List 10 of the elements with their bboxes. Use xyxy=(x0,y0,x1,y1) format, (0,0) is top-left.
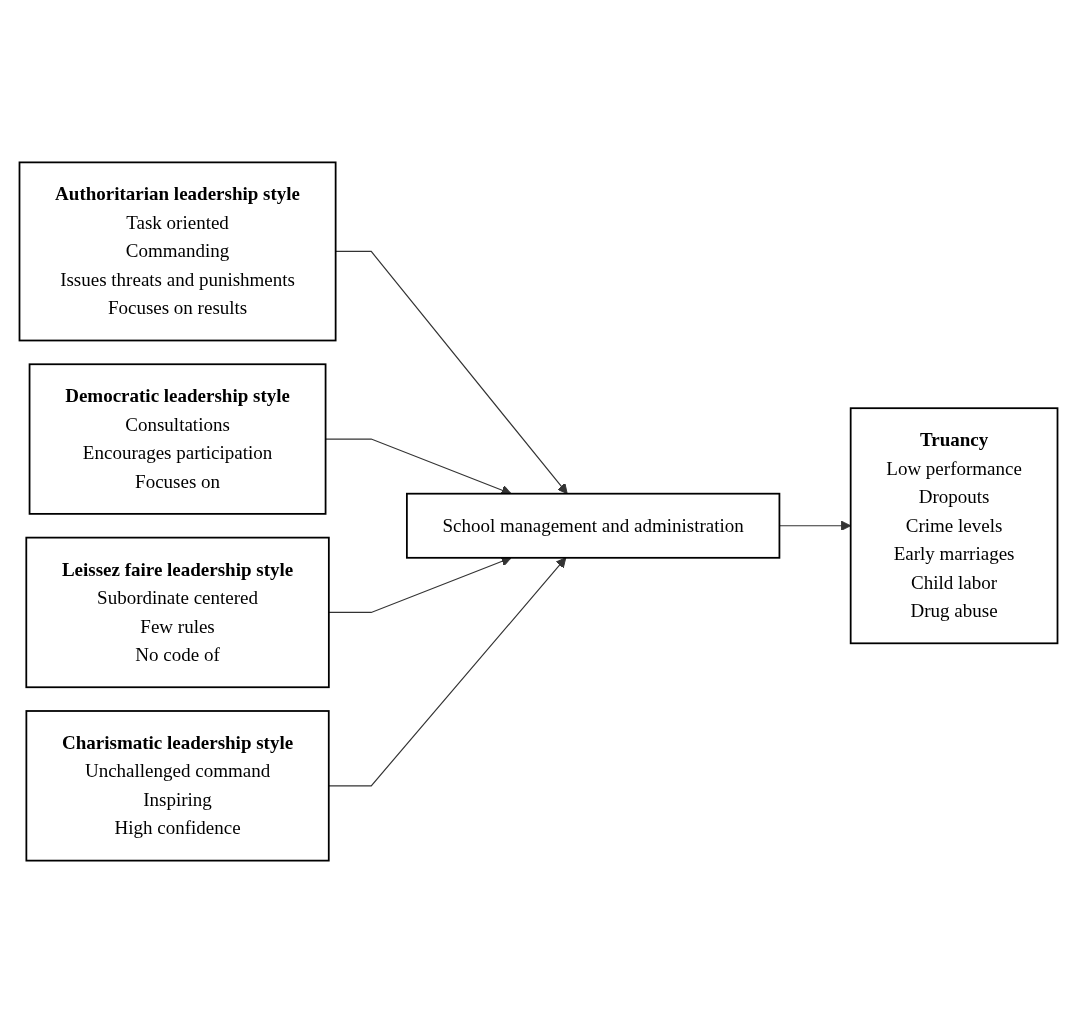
node-box xyxy=(18,161,337,342)
node-box xyxy=(849,407,1059,645)
diagram: Authoritarian leadership style Task oriented Commanding Issues threats and punishments Focuses on results Democratic leadership style Consultations Encourages participation Focuses on Leissez faire leadership style Subordinate centered Few rules No code of Charismatic leadership style Unchallenged command Inspiring High confidence School management and administration Truancy Low performance Dropouts Crime levels Early marriages Child labor Drug abuse xyxy=(10,10,1067,1013)
node-box xyxy=(28,363,327,515)
arrow xyxy=(335,250,568,495)
node-box xyxy=(25,710,330,862)
arrow xyxy=(328,556,512,614)
arrow xyxy=(328,557,567,787)
node-box xyxy=(25,536,330,689)
node-box xyxy=(406,492,781,559)
